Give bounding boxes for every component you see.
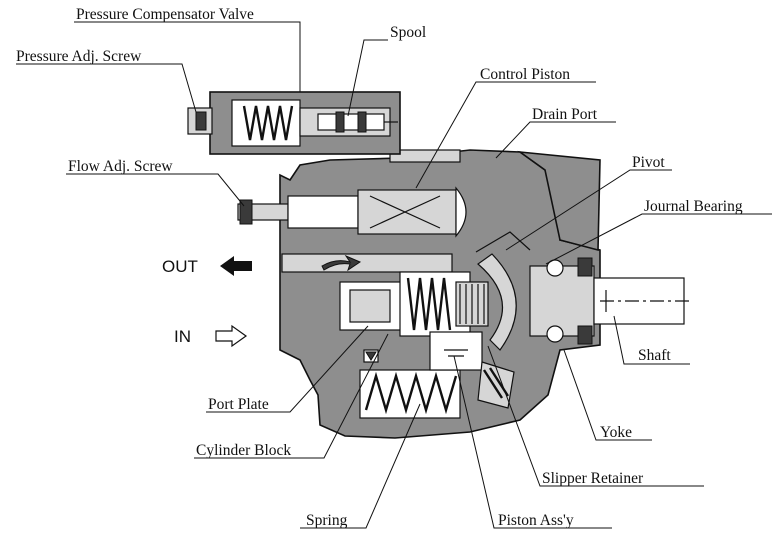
label-slipper-retainer: Slipper Retainer bbox=[542, 470, 644, 487]
outlet-passage bbox=[281, 253, 453, 273]
label-shaft: Shaft bbox=[638, 347, 671, 364]
label-port-plate: Port Plate bbox=[208, 396, 269, 413]
leader-yoke bbox=[563, 349, 652, 441]
out-arrow-icon bbox=[220, 256, 252, 276]
label-in: IN bbox=[174, 327, 191, 346]
leader-pressure-adj-screw bbox=[16, 63, 197, 113]
yoke bbox=[475, 231, 531, 351]
label-spool: Spool bbox=[390, 24, 426, 41]
check-valve-icon bbox=[365, 351, 377, 361]
label-pressure-compensator-valve: Pressure Compensator Valve bbox=[76, 6, 254, 23]
leader-port-plate bbox=[206, 325, 369, 413]
label-spring: Spring bbox=[306, 512, 348, 529]
label-piston-assy: Piston Ass'y bbox=[498, 512, 574, 529]
label-flow-adj-screw: Flow Adj. Screw bbox=[68, 158, 173, 175]
label-journal-bearing: Journal Bearing bbox=[644, 198, 743, 215]
label-drain-port: Drain Port bbox=[532, 106, 598, 123]
label-out: OUT bbox=[162, 257, 198, 276]
label-yoke: Yoke bbox=[600, 424, 632, 441]
lower-spring-assembly bbox=[359, 331, 515, 419]
leader-shaft bbox=[613, 315, 690, 365]
leader-flow-adj-screw bbox=[66, 173, 245, 207]
leader-lines bbox=[16, 21, 772, 529]
label-pressure-adj-screw: Pressure Adj. Screw bbox=[16, 48, 142, 65]
leader-spring bbox=[300, 403, 421, 529]
leader-pivot bbox=[505, 169, 672, 251]
shaft-assembly bbox=[529, 257, 690, 345]
leader-drain-port bbox=[495, 121, 616, 159]
in-arrow-icon bbox=[215, 324, 248, 348]
label-control-piston: Control Piston bbox=[480, 66, 570, 83]
leader-spool bbox=[347, 39, 388, 117]
label-pivot: Pivot bbox=[632, 154, 665, 171]
cylinder-block bbox=[339, 271, 489, 337]
leader-slipper-retainer bbox=[487, 345, 704, 487]
leader-cylinder-block bbox=[194, 333, 389, 459]
leader-pressure-compensator-valve bbox=[74, 21, 301, 92]
label-cylinder-block: Cylinder Block bbox=[196, 442, 291, 459]
compensator-valve-block bbox=[187, 91, 401, 155]
leader-piston-assy bbox=[453, 355, 612, 529]
control-piston-assembly bbox=[237, 186, 467, 238]
leader-control-piston bbox=[415, 81, 596, 189]
leader-journal-bearing bbox=[545, 213, 772, 265]
